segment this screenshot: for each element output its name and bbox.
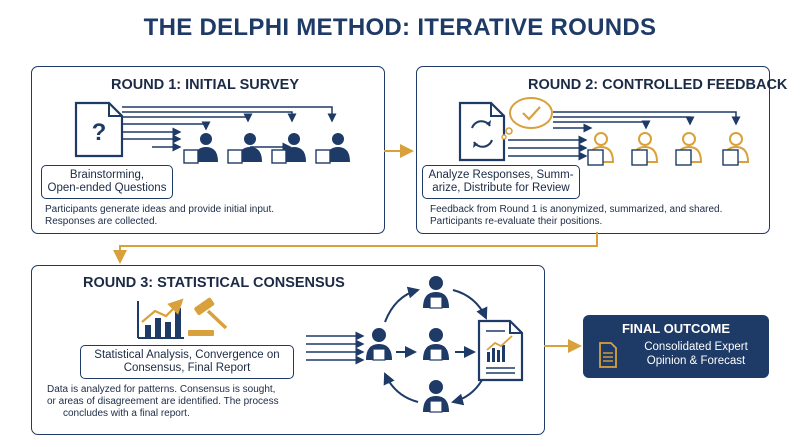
outcome-document-icon	[599, 342, 617, 368]
round3-desc-line1: Data is analyzed for patterns. Consensus…	[47, 384, 276, 395]
round2-title: ROUND 2: CONTROLLED FEEDBACK	[528, 77, 788, 93]
round3-box-line1: Statistical Analysis, Convergence on	[94, 349, 280, 361]
round2-description: Feedback from Round 1 is anonymized, sum…	[430, 204, 765, 228]
diagram-title: THE DELPHI METHOD: ITERATIVE ROUNDS	[143, 14, 657, 41]
final-outcome-title: FINAL OUTCOME	[621, 321, 731, 336]
final-outcome-line1: Consolidated Expert	[644, 341, 748, 353]
final-report-icon	[477, 319, 524, 382]
round3-description: Data is analyzed for patterns. Consensus…	[47, 384, 347, 420]
round1-title: ROUND 1: INITIAL SURVEY	[111, 77, 299, 93]
round2-box-line1: Analyze Responses, Summ-	[428, 169, 574, 181]
round1-desc-line1: Participants generate ideas and provide …	[45, 204, 275, 215]
feedback-speech-bubble-icon	[501, 97, 553, 140]
round2-desc-line2: Participants re-evaluate their positions…	[430, 216, 603, 227]
round2-desc-line1: Feedback from Round 1 is anonymized, sum…	[430, 204, 723, 215]
round1-box-line2: Open-ended Questions	[47, 182, 167, 194]
refresh-document-icon	[458, 101, 506, 162]
final-outcome-box: FINAL OUTCOME Consolidated Expert Opinio…	[583, 315, 769, 378]
round1-distribution-arrows	[122, 106, 337, 152]
round2-box-line2: arize, Distribute for Review	[432, 182, 570, 194]
round3-box-line2: Consensus, Final Report	[123, 362, 251, 374]
round3-title: ROUND 3: STATISTICAL CONSENSUS	[83, 275, 345, 291]
round1-box-line1: Brainstorming,	[69, 169, 145, 181]
round3-input-arrows	[306, 331, 365, 365]
question-document-icon: ?	[74, 101, 124, 158]
round3-experts-icons	[366, 276, 449, 413]
round2-experts-icons	[587, 132, 750, 166]
round2-to-round3-arrow	[113, 232, 598, 264]
round1-summary-box: Brainstorming, Open-ended Questions	[41, 165, 173, 199]
round1-desc-line2: Responses are collected.	[45, 216, 158, 227]
round1-description: Participants generate ideas and provide …	[45, 204, 375, 228]
round3-desc-line3: concludes with a final report.	[63, 408, 190, 419]
round3-summary-box: Statistical Analysis, Convergence on Con…	[80, 345, 294, 379]
svg-text:?: ?	[92, 119, 107, 146]
round1-experts-icons	[183, 133, 350, 164]
round2-summary-box: Analyze Responses, Summ- arize, Distribu…	[422, 165, 580, 199]
bar-chart-icon	[137, 298, 184, 339]
final-outcome-body: Consolidated Expert Opinion & Forecast	[629, 340, 763, 368]
gavel-icon	[188, 297, 228, 336]
round3-desc-line2: or areas of disagreement are identified.…	[47, 396, 279, 407]
final-outcome-line2: Opinion & Forecast	[646, 355, 746, 367]
round2-distribution-arrows	[508, 111, 741, 161]
